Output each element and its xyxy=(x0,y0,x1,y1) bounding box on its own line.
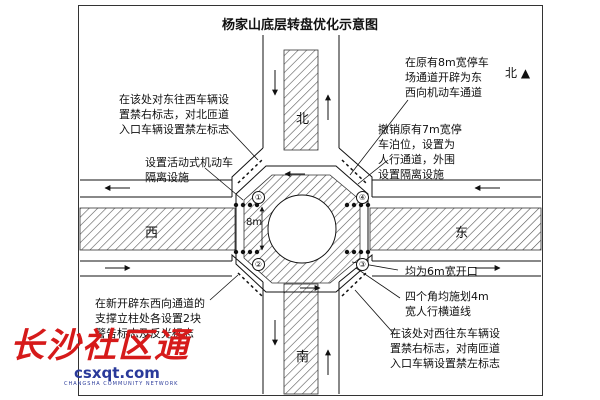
watermark-url: csxqt.com xyxy=(74,364,160,382)
note-bottom-right: 在该处对西往东车辆设 置禁右标志，对南匝道 入口车辆设置禁左标志 xyxy=(390,327,500,370)
note-opening: 均为6m宽开口 xyxy=(405,265,478,278)
marker-3: ③ xyxy=(356,258,369,271)
marker-4: ④ xyxy=(356,191,369,204)
diagram-title: 杨家山底层转盘优化示意图 xyxy=(221,18,378,33)
road-edges xyxy=(80,35,541,394)
road-label-south: 南 xyxy=(296,350,310,365)
note-mid-right: 撤销原有7m宽停 车泊位，设置为 人行通道，外围 设置隔离设施 xyxy=(378,123,462,181)
north-median xyxy=(283,49,319,151)
ring-road xyxy=(235,165,369,293)
road-label-north: 北 xyxy=(296,112,310,127)
north-compass: 北 ▲ xyxy=(505,64,530,81)
hatched-medians xyxy=(79,49,542,395)
watermark-sub: CHANGSHA COMMUNITY NETWORK xyxy=(64,381,179,387)
center-island xyxy=(267,194,337,264)
note-mid-left: 设置活动式机动车 隔离设施 xyxy=(145,156,233,184)
road-label-west: 西 xyxy=(145,226,159,241)
watermark-logo: 长沙社区通 csxqt.com CHANGSHA COMMUNITY NETWO… xyxy=(4,318,224,398)
compass-label: 北 xyxy=(505,66,518,80)
south-median xyxy=(283,283,319,395)
marker-2: ② xyxy=(252,258,265,271)
note-top-left: 在该处对东往西车辆设 置禁右标志，对北匝道 入口车辆设置禁左标志 xyxy=(119,93,229,136)
note-top-right: 在原有8m宽停车 场通道开辟为东 西向机动车通道 xyxy=(405,56,489,99)
road-label-east: 东 xyxy=(455,226,469,241)
west-median xyxy=(79,207,236,251)
note-crosswalk: 四个角均施划4m 宽人行横道线 xyxy=(405,290,489,318)
marker-1: ① xyxy=(252,191,265,204)
bollards xyxy=(233,202,371,255)
watermark-brand: 长沙社区通 xyxy=(10,326,190,366)
east-median xyxy=(369,207,542,251)
direction-arrows xyxy=(104,70,501,375)
width-label: 8m xyxy=(246,217,263,228)
leader-lines xyxy=(204,99,409,336)
north-arrow-icon: ▲ xyxy=(520,66,531,80)
note-bottom-left: 在新开辟东西向通道的 支撑立柱处各设置2块 警告标志及反光标志 xyxy=(95,297,205,340)
